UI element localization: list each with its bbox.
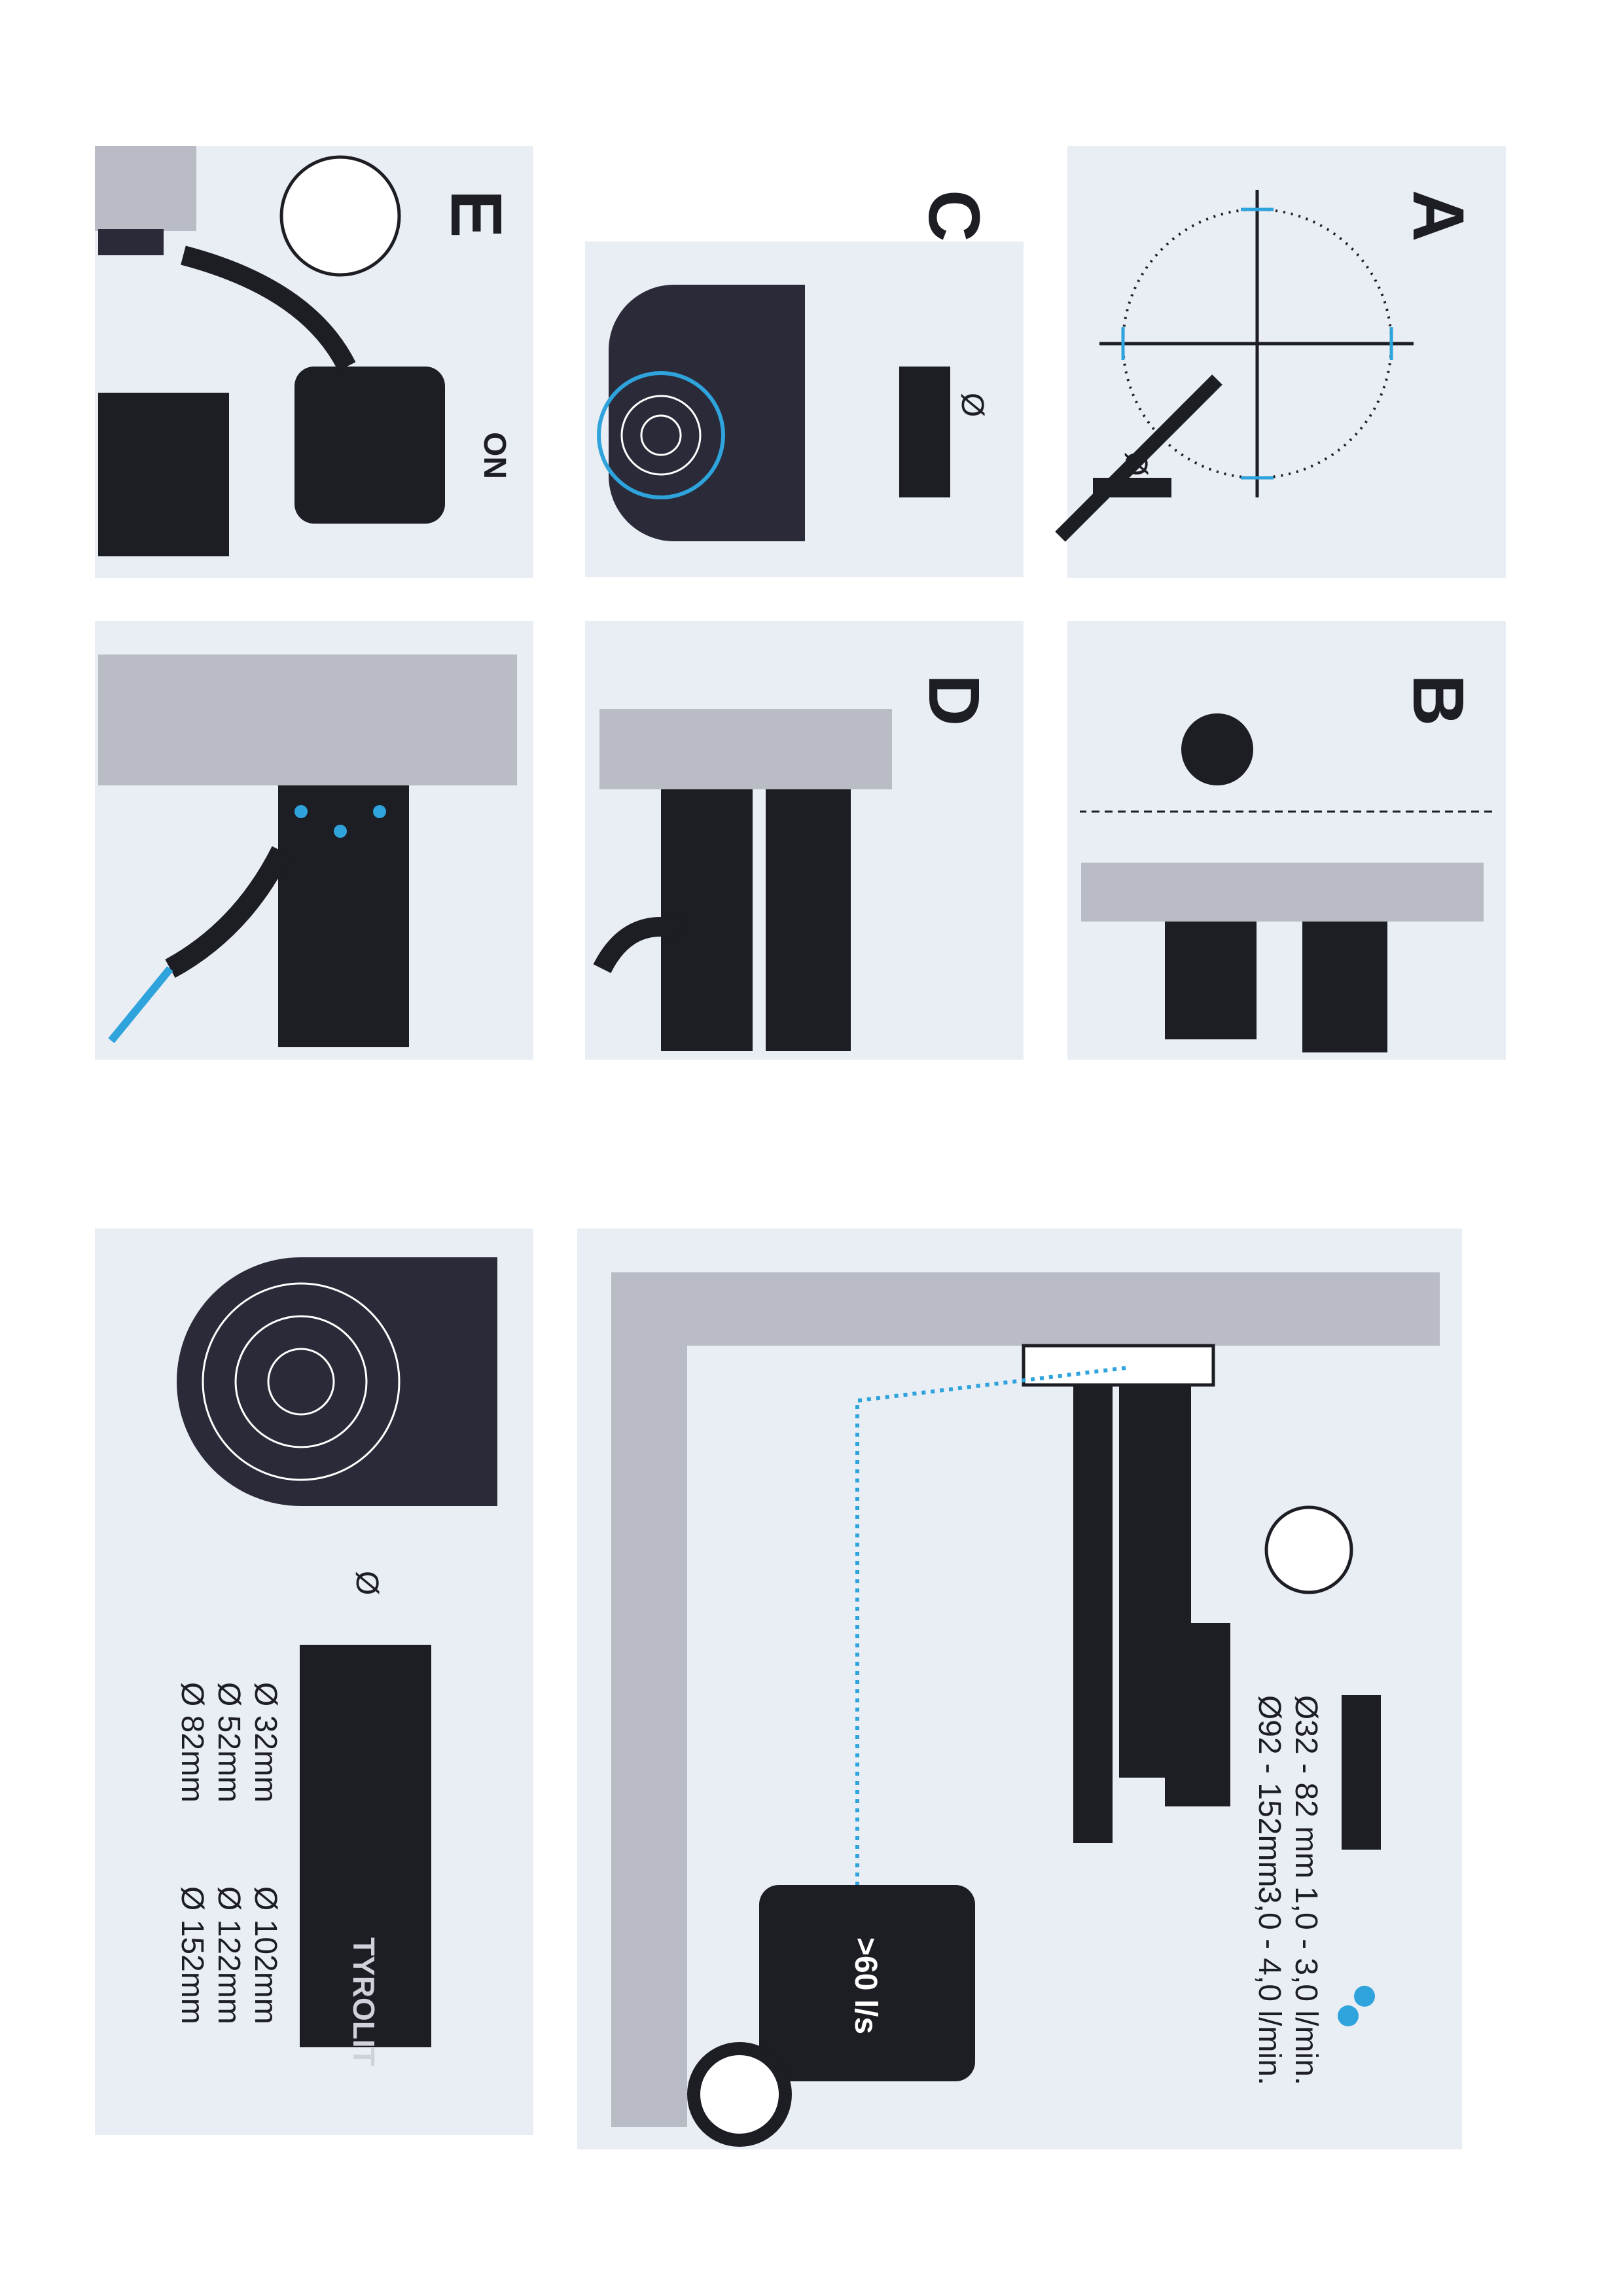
panel-label-b: B	[1398, 674, 1478, 726]
diameter-symbol: Ø	[1118, 452, 1153, 476]
drill-bit	[661, 789, 753, 1051]
vacuum-flow-label: >60 l/s	[848, 1937, 883, 2034]
range-diameter-large: Ø92 - 152mm	[1252, 1695, 1287, 1887]
bit-size: Ø 82mm	[175, 1682, 209, 1803]
drill-bit	[1302, 922, 1387, 1052]
drill-bit-icon	[1093, 478, 1171, 497]
wall	[611, 1272, 1440, 1346]
drill-column	[1073, 1385, 1113, 1843]
core-bit-in-wall	[1022, 1344, 1215, 1387]
vacuum-unit	[759, 1885, 975, 2081]
range-flow-large: 3,0 - 4,0 l/min.	[1252, 1886, 1287, 2085]
panel-b: B	[1067, 621, 1506, 1060]
drill-bit	[278, 785, 409, 1047]
panel-label-e: E	[436, 190, 516, 238]
drill-stand-base-plate	[177, 1257, 497, 1506]
bit-size: Ø 52mm	[211, 1682, 246, 1803]
on-switch-label: ON	[477, 432, 512, 479]
drill-bit	[899, 367, 950, 497]
panel-label-c: C	[914, 190, 994, 242]
bit-sizes-panel: Ø TYROLIT Ø 32mm Ø 52mm Ø 82mm Ø 102mm Ø…	[95, 1229, 533, 2135]
drill-column	[766, 789, 851, 1051]
vacuum-unit	[294, 367, 445, 524]
setup-diagram: >60 l/s Ø32 - 82 mm Ø92 - 152mm 1,0 - 3,…	[577, 1229, 1462, 2149]
drill-motor	[1165, 1623, 1230, 1806]
panel-a: A Ø	[1055, 146, 1506, 578]
diameter-symbol: Ø	[955, 393, 990, 417]
floor	[611, 1272, 687, 2127]
suction-plate	[98, 229, 164, 255]
vacuum-hose	[181, 245, 356, 371]
drill-stand-base-plate	[609, 285, 805, 541]
panel-c: C Ø	[585, 190, 1024, 577]
drill-bit-icon	[1342, 1695, 1381, 1850]
vacuum-hose	[165, 846, 291, 978]
vacuum-hose	[593, 917, 683, 974]
bit-size: Ø 122mm	[211, 1886, 246, 2024]
tyrolit-logo: TYROLIT	[347, 1937, 381, 2066]
water-tap-icon	[1264, 1505, 1353, 1594]
bit-size: Ø 152mm	[175, 1886, 209, 2024]
panel-d: D	[585, 621, 1024, 1060]
water-flow-path	[855, 1366, 1126, 1972]
vacuum-badge-icon	[1181, 713, 1253, 785]
water-outflow-arrow-icon	[108, 966, 173, 1043]
range-diameter-small: Ø32 - 82 mm	[1289, 1695, 1323, 1878]
drill-stand-base	[1165, 922, 1257, 1039]
drill-bit	[300, 1645, 431, 2047]
vacuum-wheel	[687, 2042, 792, 2147]
wall-slab	[1081, 863, 1484, 922]
diameter-symbol: Ø	[349, 1571, 384, 1595]
water-drops-icon	[1338, 1986, 1375, 2026]
drill-bit	[98, 393, 229, 556]
wall-slab	[98, 655, 517, 785]
wall-slab	[95, 146, 196, 231]
wall-slab	[599, 709, 892, 789]
water-drops-icon	[294, 805, 386, 838]
panel-label-d: D	[914, 674, 994, 726]
panel-e: E ON	[95, 146, 533, 578]
range-flow-small: 1,0 - 3,0 l/min.	[1289, 1886, 1323, 2085]
panel-f: F	[95, 621, 533, 1060]
vacuum-seal-detail-icon	[279, 155, 401, 277]
bit-size: Ø 102mm	[248, 1886, 283, 2024]
bit-size: Ø 32mm	[248, 1682, 283, 1803]
panel-label-a: A	[1398, 190, 1478, 242]
pencil-icon	[1055, 374, 1222, 542]
